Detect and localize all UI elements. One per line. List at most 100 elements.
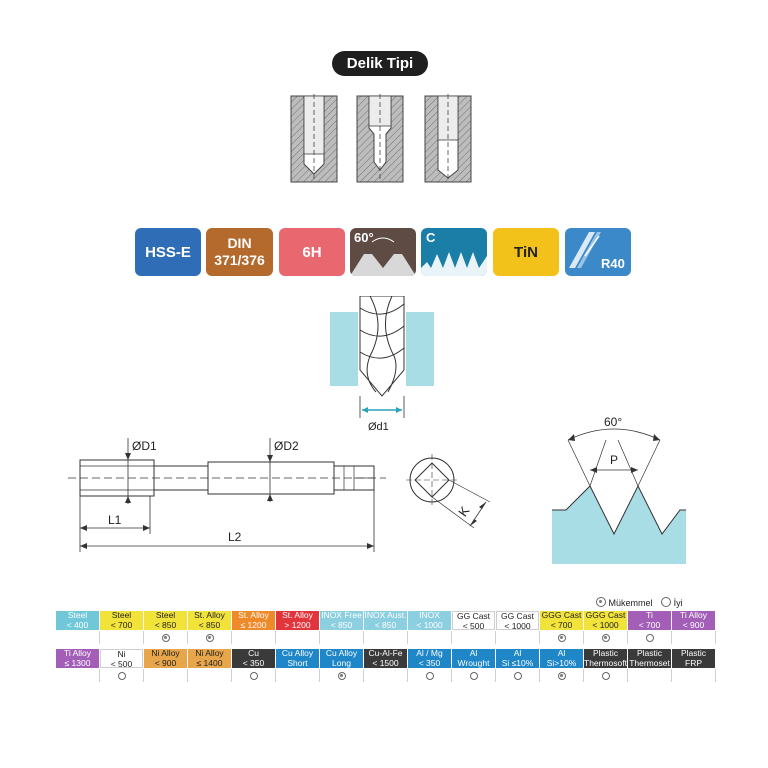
material-ni-500: Ni< 500 xyxy=(100,649,143,668)
suitability-cell xyxy=(584,669,628,682)
suitability-cell xyxy=(188,669,232,682)
pitch-label: P xyxy=(610,453,618,467)
rake-label: R40 xyxy=(601,256,625,271)
material-strength: Si>10% xyxy=(546,657,577,668)
suitability-cell xyxy=(320,669,364,682)
material-strength: < 700 xyxy=(110,619,133,630)
suitability-cell xyxy=(672,669,716,682)
excellent-rating-icon xyxy=(205,633,214,642)
suitability-cell xyxy=(232,669,276,682)
material-strength: > 1200 xyxy=(284,619,311,630)
suitability-cell xyxy=(452,631,496,644)
material-name: Al xyxy=(513,649,522,658)
material-name: Ni xyxy=(117,649,126,659)
suitability-cell xyxy=(188,631,232,644)
legend: Mükemmel İyi xyxy=(596,597,683,608)
material-strength: < 1000 xyxy=(504,620,531,630)
material-gg-cast-1000: GG Cast< 1000 xyxy=(496,611,539,630)
material-name: Steel xyxy=(111,611,132,620)
suitability-cell xyxy=(364,669,408,682)
material-ti-700: Ti< 700 xyxy=(628,611,671,630)
deep-hole-diagram xyxy=(424,94,472,183)
suitability-cell xyxy=(276,631,320,644)
material-name: Al xyxy=(557,649,566,658)
material-name: Ti Alloy xyxy=(63,649,92,658)
square-shank-view: K xyxy=(406,454,491,529)
good-legend-label: İyi xyxy=(673,598,683,608)
excellent-rating-icon xyxy=(161,633,170,642)
material-strength: ≤ 1400 xyxy=(196,657,223,668)
din-number: 371/376 xyxy=(214,252,265,268)
hss-e-badge: HSS-E xyxy=(135,228,201,276)
material-name: GG Cast xyxy=(500,611,535,621)
material-name: Plastic xyxy=(592,649,619,658)
material-ggg-cast-700: GGG Cast< 700 xyxy=(540,611,583,630)
suitability-cell xyxy=(100,669,144,682)
suitability-cell xyxy=(496,631,540,644)
suitability-cell xyxy=(540,631,584,644)
material-name: GGG Cast xyxy=(541,611,582,620)
material-st-alloy-1200: St. Alloy> 1200 xyxy=(276,611,319,630)
good-rating-icon xyxy=(249,671,258,680)
material-strength: < 500 xyxy=(462,620,485,630)
excellent-rating-icon xyxy=(557,633,566,642)
material-strength: < 350 xyxy=(418,657,441,668)
material-name: Cu Alloy xyxy=(281,649,314,658)
suitability-cell xyxy=(276,669,320,682)
material-ni-alloy-900: Ni Alloy< 900 xyxy=(144,649,187,668)
coating-badge: TiN xyxy=(493,228,559,276)
good-rating-icon xyxy=(645,633,654,642)
material-strength: < 700 xyxy=(638,619,661,630)
material-ggg-cast-1000: GGG Cast< 1000 xyxy=(584,611,627,630)
material-name: Steel xyxy=(67,611,88,620)
material-strength: Thermosoft xyxy=(584,657,627,668)
good-rating-icon xyxy=(425,671,434,680)
suitability-cell xyxy=(452,669,496,682)
material-name: GGG Cast xyxy=(585,611,626,620)
chamfered-hole-diagram xyxy=(356,94,404,183)
spiral-flute-icon xyxy=(569,232,601,268)
material-strength: < 700 xyxy=(550,619,573,630)
material-strength: Long xyxy=(332,657,351,668)
d1-label: ØD1 xyxy=(132,439,157,453)
material-steel-850: Steel< 850 xyxy=(144,611,187,630)
din-label: DIN xyxy=(227,235,252,251)
material-strength: Thermoset xyxy=(629,657,670,668)
excellent-rating-icon xyxy=(337,671,346,680)
chamfer-label: C xyxy=(426,230,436,245)
thread-angle-icon xyxy=(350,237,416,276)
tolerance-badge: 6H xyxy=(279,228,345,276)
material-strength: < 500 xyxy=(110,658,133,668)
material-ti-alloy-900: Ti Alloy< 900 xyxy=(672,611,715,630)
material-cu-al-fe-1500: Cu-Al-Fe< 1500 xyxy=(364,649,407,668)
suitability-cell xyxy=(540,669,584,682)
suitability-cell xyxy=(364,631,408,644)
good-rating-icon xyxy=(601,671,610,680)
material-st-alloy-1200: St. Alloy≤ 1200 xyxy=(232,611,275,630)
suitability-cell xyxy=(408,631,452,644)
angle-label: 60° xyxy=(354,230,374,245)
material-strength: Short xyxy=(287,657,308,668)
material-gg-cast-500: GG Cast< 500 xyxy=(452,611,495,630)
excellent-rating-icon xyxy=(557,671,566,680)
suitability-cell xyxy=(628,669,672,682)
material-strength: ≤ 1300 xyxy=(64,657,91,668)
suitability-cell xyxy=(584,631,628,644)
material-name: St. Alloy xyxy=(238,611,269,620)
material-inox-aust-850: INOX Aust.< 850 xyxy=(364,611,407,630)
material-strength: < 850 xyxy=(198,619,221,630)
din-badge: DIN 371/376 xyxy=(206,228,273,276)
blind-hole-diagram xyxy=(290,94,338,183)
suitability-cell xyxy=(144,631,188,644)
material-name: Al xyxy=(469,649,478,658)
material-strength: ≤ 1200 xyxy=(240,619,267,630)
material-strength: < 1000 xyxy=(592,619,619,630)
chamfer-form-icon xyxy=(421,252,487,276)
tap-side-view: ØD1 ØD2 L1 L2 xyxy=(68,438,386,552)
material-name: Cu-Al-Fe xyxy=(368,649,403,658)
